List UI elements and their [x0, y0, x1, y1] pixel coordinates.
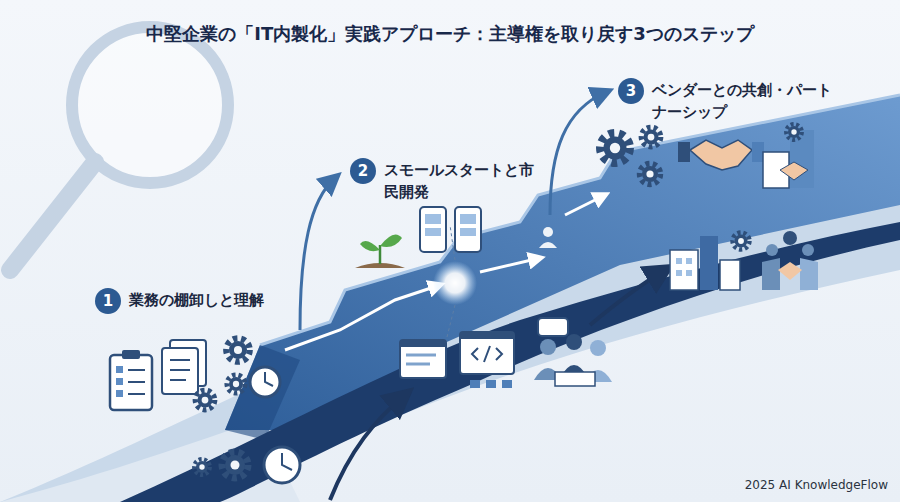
step-label: ベンダーとの共創・パートナーシップ	[652, 78, 832, 124]
callout-number: 1	[95, 288, 121, 314]
step-node: 1 業務の棚卸しと理解	[95, 288, 264, 314]
callout-number: 2	[350, 158, 376, 184]
step-node: 3 ベンダーとの共創・パートナーシップ	[618, 78, 832, 124]
watermark: 2025 AI KnowledgeFlow	[745, 478, 888, 492]
step-label: 業務の棚卸しと理解	[129, 288, 264, 312]
callout-number: 3	[618, 78, 644, 104]
step-label: スモールスタートと市民開発	[384, 158, 534, 204]
title-text: 中堅企業の「IT内製化」実践アプローチ：主導権を取り戻す3つのステップ	[0, 22, 900, 46]
step-node: 2 スモールスタートと市民開発	[350, 158, 534, 204]
